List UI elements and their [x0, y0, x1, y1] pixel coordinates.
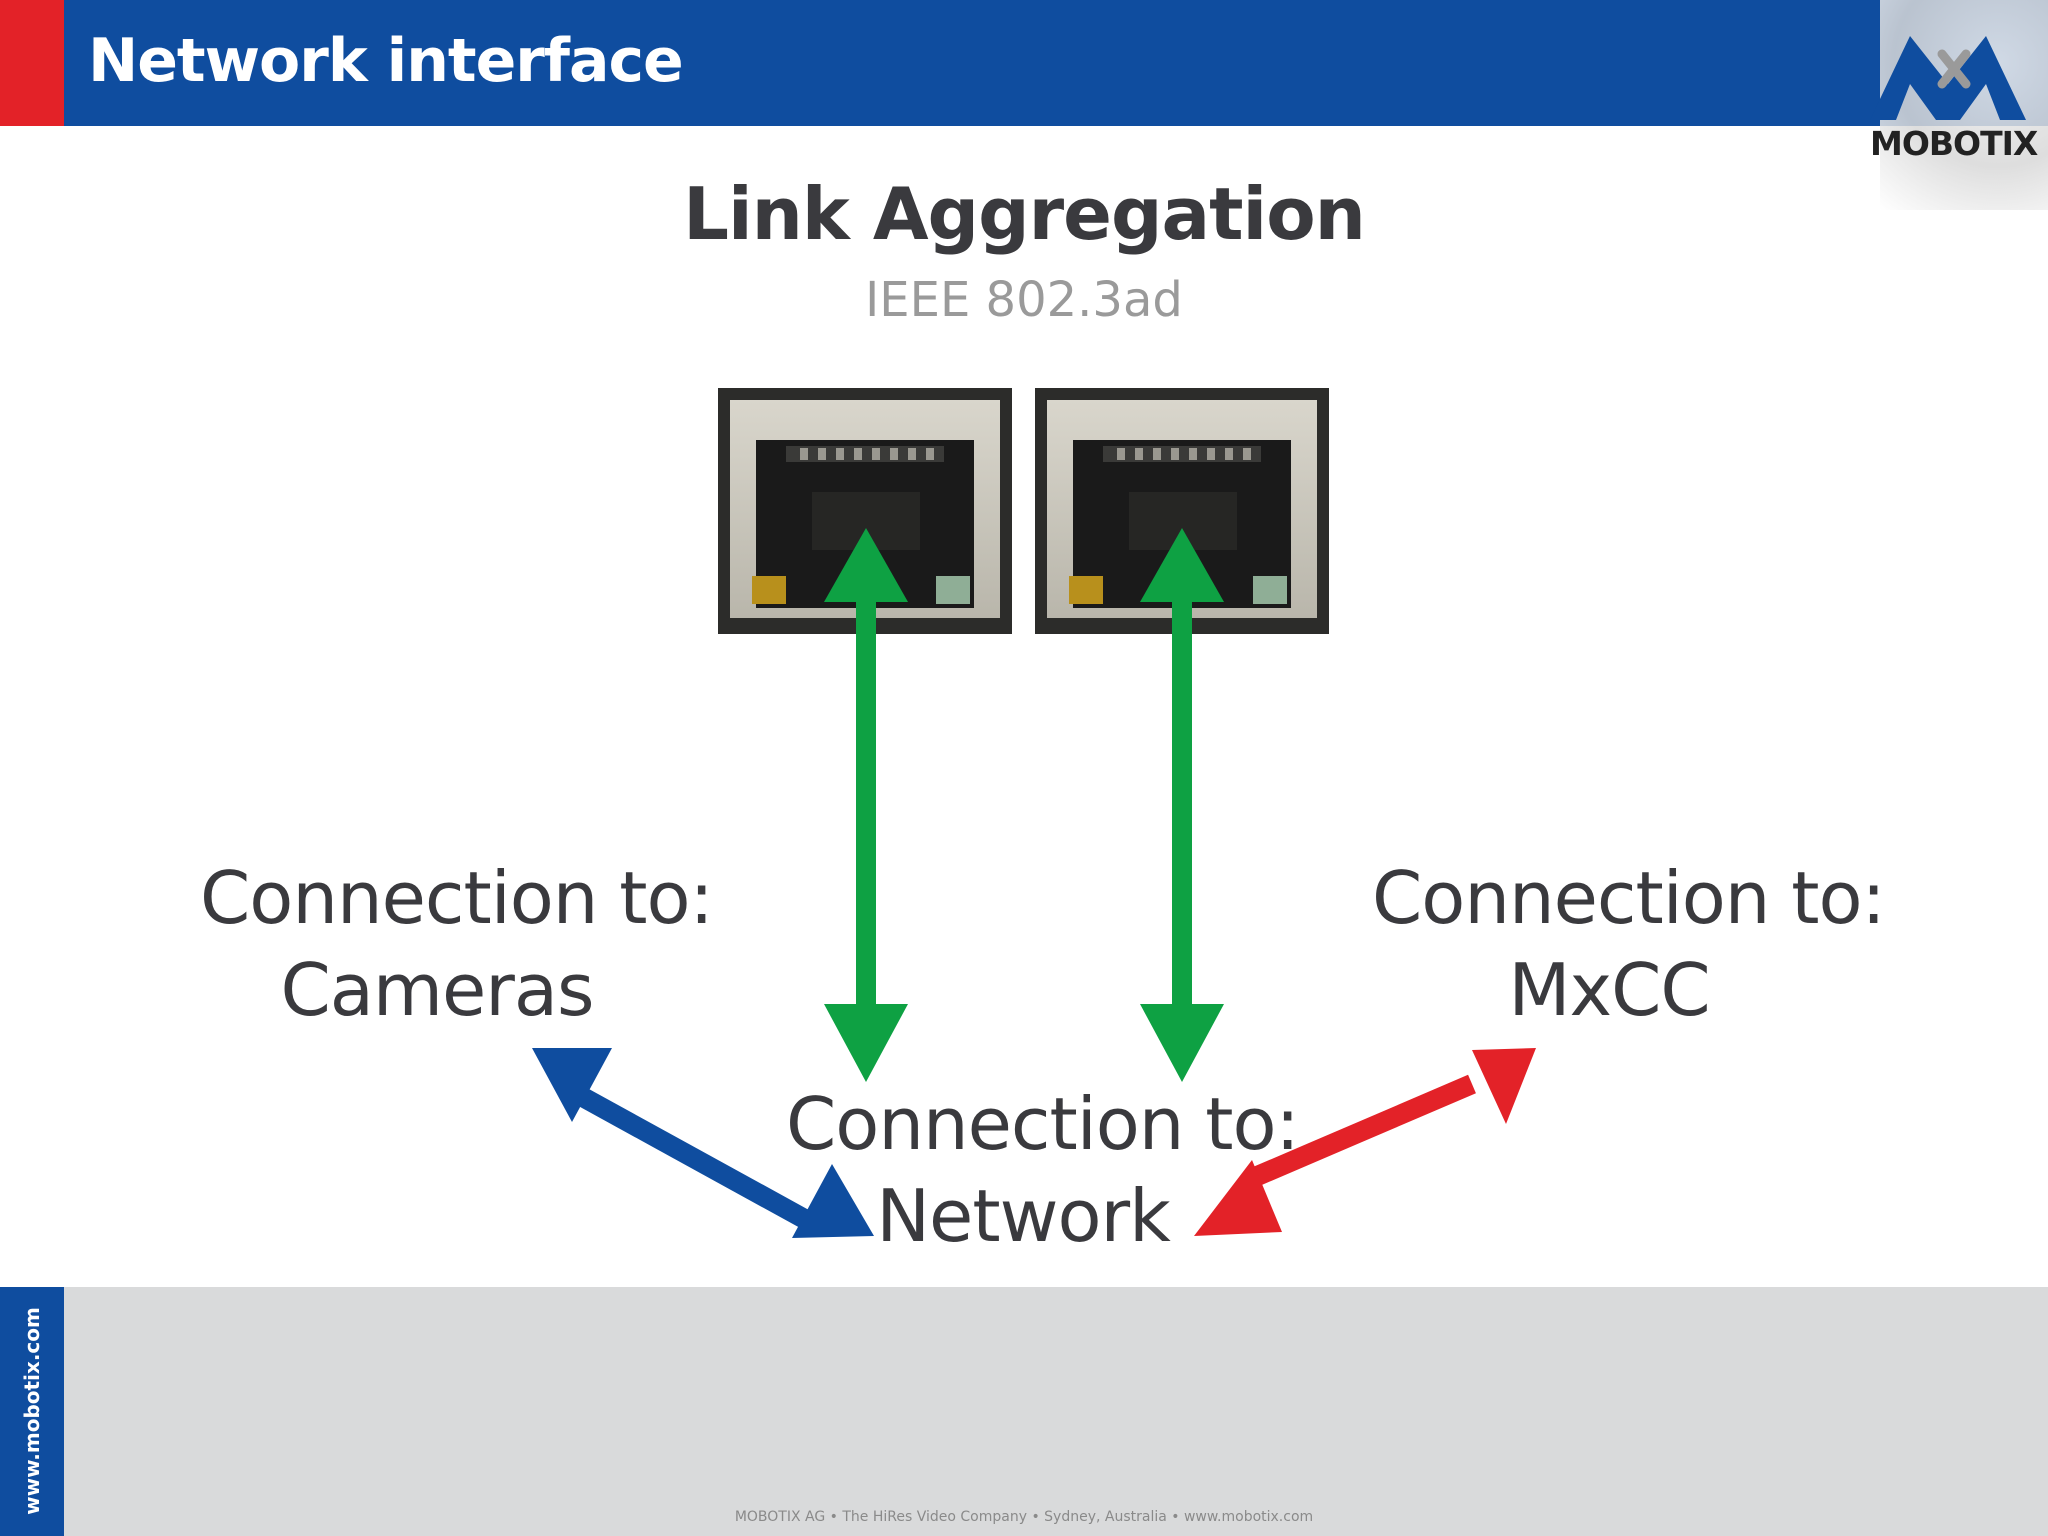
- label-mxcc-line2: MxCC: [1508, 948, 1710, 1032]
- footer-vertical-url-text: www.mobotix.com: [20, 1307, 44, 1515]
- header-bar: [0, 0, 2048, 126]
- blue-double-arrow: [532, 1048, 874, 1238]
- green-double-arrow-right: [1140, 528, 1224, 1082]
- footer-company-line: MOBOTIX AG • The HiRes Video Company • S…: [734, 1509, 1314, 1525]
- footer-blue-stripe: [0, 1287, 64, 1536]
- label-network-line2: Network: [876, 1174, 1171, 1258]
- header-accent-stripe: [0, 0, 64, 126]
- label-cameras: Connection to: Cameras: [200, 852, 714, 1036]
- diagram-heading: Link Aggregation: [683, 172, 1366, 256]
- label-mxcc: Connection to: MxCC: [1372, 852, 1886, 1036]
- label-network: Connection to: Network: [786, 1078, 1300, 1262]
- mobotix-logo-icon: [1870, 36, 2026, 120]
- page-title: Network interface: [88, 26, 684, 96]
- label-mxcc-line1: Connection to:: [1372, 856, 1886, 940]
- label-cameras-line2: Cameras: [280, 948, 594, 1032]
- label-network-line1: Connection to:: [786, 1082, 1300, 1166]
- red-double-arrow: [1194, 1048, 1536, 1236]
- label-cameras-line1: Connection to:: [200, 856, 714, 940]
- footer-area: [0, 1287, 2048, 1536]
- green-double-arrow-left: [824, 528, 908, 1082]
- logo-wordmark: MOBOTIX: [1870, 124, 2038, 163]
- diagram-subheading: IEEE 802.3ad: [865, 272, 1183, 328]
